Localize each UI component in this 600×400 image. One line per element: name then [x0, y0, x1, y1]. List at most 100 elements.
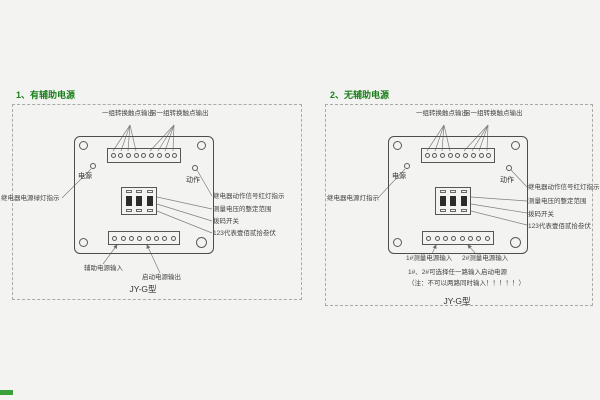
bottom-terminal-strip [422, 231, 494, 245]
screw-icon [196, 237, 207, 248]
label-start-power-output: 启动电源输出 [142, 274, 181, 281]
action-label: 动作 [500, 177, 514, 184]
note-line-1: 1#、2#可选择任一路输入启动电源 [408, 269, 507, 276]
label-action-red-led: 继电器动作信号红灯指示 [528, 184, 600, 191]
dial-column [125, 190, 133, 212]
label-dial-switch: 拨码开关 [213, 218, 239, 225]
screw-icon [511, 141, 520, 150]
section-title-with-aux: 1、有辅助电源 [16, 90, 76, 100]
terminal-circle [141, 153, 147, 158]
terminal-circle [440, 153, 446, 158]
dial-segment [146, 190, 153, 193]
dial-segment [125, 190, 132, 193]
terminal-circle [451, 235, 457, 241]
label-contact-group-1: 一组转换触点输出 [416, 110, 468, 117]
label-dial-example: 123代表壹佰贰拾叁伏 [528, 223, 591, 230]
terminal-circle [170, 235, 176, 241]
terminal-circle [424, 153, 430, 158]
label-power-green-led: 继电器电源绿灯指示 [1, 195, 60, 202]
screw-icon [393, 141, 402, 150]
terminal-circle [112, 235, 118, 241]
label-contact-group-2: 另一组转换触点输出 [464, 110, 523, 117]
terminal-circle [442, 235, 448, 241]
terminal-circle [463, 153, 469, 158]
terminal-circle [455, 153, 461, 158]
action-led-icon [192, 165, 198, 171]
label-voltage-setting-range: 测量电压的整定范围 [213, 206, 272, 213]
dial-segment [439, 196, 446, 206]
code-dial-switch [121, 187, 157, 215]
code-dial-switch [435, 187, 471, 215]
action-led-icon [506, 165, 512, 171]
terminal-circle [149, 153, 155, 158]
terminal-circle [486, 153, 492, 158]
terminal-circle [459, 235, 465, 241]
label-power-led: 继电器电源灯指示 [327, 195, 379, 202]
terminal-circle [476, 235, 482, 241]
relay-front-panel-1: 电源 动作 [74, 136, 214, 254]
terminal-circle [467, 235, 473, 241]
label-dial-switch: 拨码开关 [528, 211, 554, 218]
terminal-circle [426, 235, 432, 241]
label-aux-power-input: 辅助电源输入 [84, 265, 123, 272]
dial-segment [146, 196, 153, 206]
model-label-1: JY-G型 [129, 284, 157, 294]
dial-column [146, 190, 154, 212]
dial-segment [136, 209, 142, 212]
relay-front-panel-2: 电源 动作 [388, 136, 528, 254]
terminal-circle [128, 235, 134, 241]
terminal-circle [145, 235, 151, 241]
model-label-2: JY-G型 [443, 296, 471, 306]
section-title-without-aux: 2、无辅助电源 [330, 90, 390, 100]
dial-segment [460, 196, 467, 206]
label-contact-group-1: 一组转换触点输出 [102, 110, 154, 117]
dial-segment [460, 190, 467, 193]
screw-icon [79, 238, 88, 247]
terminal-circle [120, 235, 126, 241]
top-terminal-strip [421, 148, 495, 163]
terminal-circle [447, 153, 453, 158]
terminal-circle [484, 235, 490, 241]
label-measure-input-1: 1#测量电源输入 [406, 255, 453, 262]
dial-segment [450, 209, 456, 212]
dashed-frame-1 [12, 104, 302, 300]
note-line-2: （注：不可以两路同时输入！！！！！） [408, 280, 525, 287]
label-measure-input-2: 2#测量电源输入 [462, 255, 509, 262]
dial-segment [125, 209, 132, 212]
terminal-circle [172, 153, 178, 158]
dial-segment [450, 190, 456, 193]
dial-segment [439, 209, 446, 212]
terminal-circle [126, 153, 132, 158]
terminal-circle [434, 235, 440, 241]
terminal-circle [164, 153, 170, 158]
dial-segment [125, 196, 132, 206]
power-led-icon [90, 163, 96, 169]
screw-icon [197, 141, 206, 150]
dial-segment [146, 209, 153, 212]
dial-column [439, 190, 447, 212]
label-contact-group-2: 另一组转换触点输出 [150, 110, 209, 117]
terminal-circle [137, 235, 143, 241]
screw-icon [393, 238, 402, 247]
terminal-circle [470, 153, 476, 158]
terminal-circle [432, 153, 438, 158]
dial-column [460, 190, 468, 212]
screw-icon [79, 141, 88, 150]
top-terminal-strip [107, 148, 181, 163]
power-label: 电源 [78, 173, 92, 180]
action-label: 动作 [186, 177, 200, 184]
power-led-icon [404, 163, 410, 169]
terminal-circle [156, 153, 162, 158]
dial-segment [439, 190, 446, 193]
label-action-red-led: 继电器动作信号红灯指示 [213, 193, 285, 200]
terminal-circle [118, 153, 124, 158]
label-voltage-setting-range: 测量电压的整定范围 [528, 198, 587, 205]
bottom-terminal-strip [108, 231, 180, 245]
dial-column [135, 190, 143, 212]
dashed-frame-2 [325, 104, 593, 306]
dial-segment [460, 209, 467, 212]
power-label: 电源 [392, 173, 406, 180]
terminal-circle [153, 235, 159, 241]
terminal-circle [478, 153, 484, 158]
